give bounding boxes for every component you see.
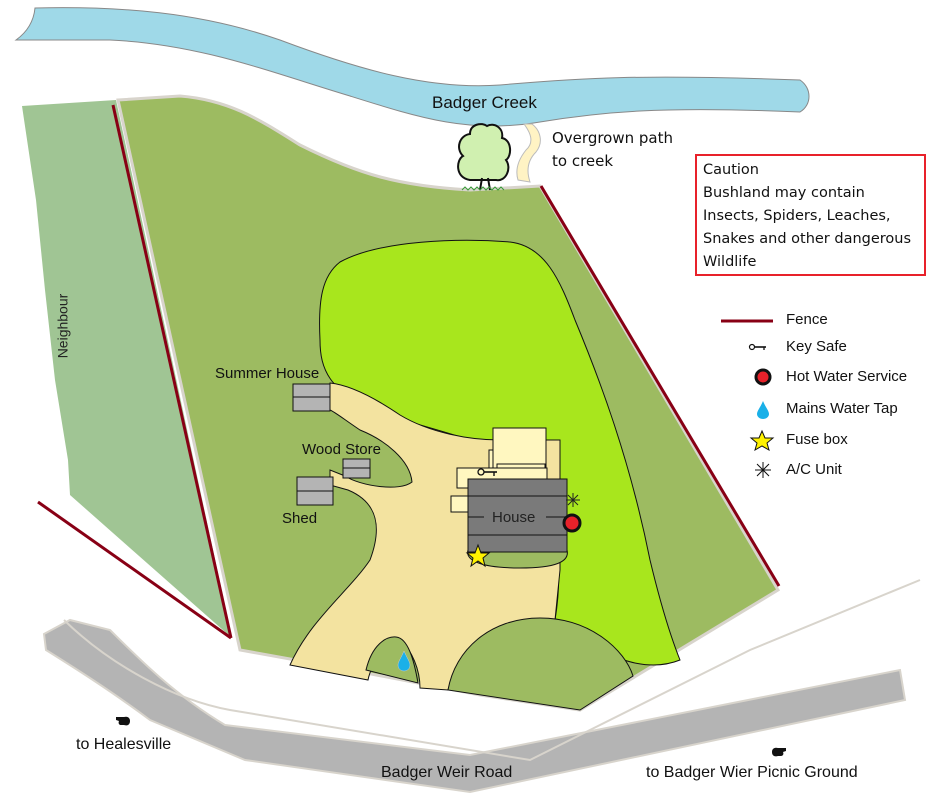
key-safe-marker	[477, 468, 497, 476]
neighbour-label: Neighbour	[54, 293, 71, 359]
path-label-line-2: to creek	[552, 152, 614, 170]
summer-house	[292, 383, 331, 412]
water-drop-icon	[757, 401, 769, 419]
caution-line: Caution	[703, 162, 759, 178]
fuse-box-marker	[465, 543, 491, 568]
path-label-line-1: Overgrown path	[552, 129, 673, 147]
overgrown-path-label: Overgrown path to creek	[552, 127, 673, 173]
lower-lawn-mound	[447, 617, 634, 711]
shed	[296, 476, 334, 506]
fence-southwest	[37, 500, 232, 640]
water-tap-marker	[397, 650, 411, 672]
badger-creek	[14, 7, 810, 127]
wood-store	[342, 458, 371, 479]
tap-island	[365, 636, 419, 684]
tree	[457, 123, 512, 191]
neighbour-land	[22, 100, 232, 638]
pointing-hand-left-icon	[116, 716, 130, 726]
hot-water-marker	[562, 513, 582, 533]
caution-line: Snakes and other dangerous	[703, 231, 912, 247]
pointing-hand-right-icon	[772, 747, 786, 757]
hot-water-icon	[754, 368, 772, 386]
house-front-lawn	[467, 549, 568, 569]
summer-house-label: Summer House	[215, 365, 320, 382]
to-picnic-ground-label: to Badger Wier Picnic Ground	[646, 764, 858, 781]
house-label: House	[492, 509, 536, 526]
badger-weir-road	[42, 618, 907, 794]
fence-west	[111, 104, 233, 639]
caution-notice: Caution Bushland may contain Insects, Sp…	[695, 154, 926, 276]
shed-label: Shed	[282, 510, 318, 527]
caution-line: Wildlife	[703, 254, 757, 270]
caution-line: Insects, Spiders, Leaches,	[703, 208, 891, 224]
wood-store-label: Wood Store	[302, 441, 381, 458]
to-healesville-label: to Healesville	[76, 736, 172, 753]
key-icon	[748, 343, 766, 351]
creek-label: Badger Creek	[432, 93, 537, 112]
fence-line-icon	[721, 319, 773, 323]
ac-unit-marker	[566, 493, 580, 507]
snowflake-icon	[755, 462, 771, 478]
fence-east	[539, 185, 781, 587]
road-label: Badger Weir Road	[381, 764, 513, 781]
overgrown-path	[516, 123, 541, 183]
house	[467, 478, 568, 553]
caution-line: Bushland may contain	[703, 185, 865, 201]
star-icon	[749, 429, 775, 451]
